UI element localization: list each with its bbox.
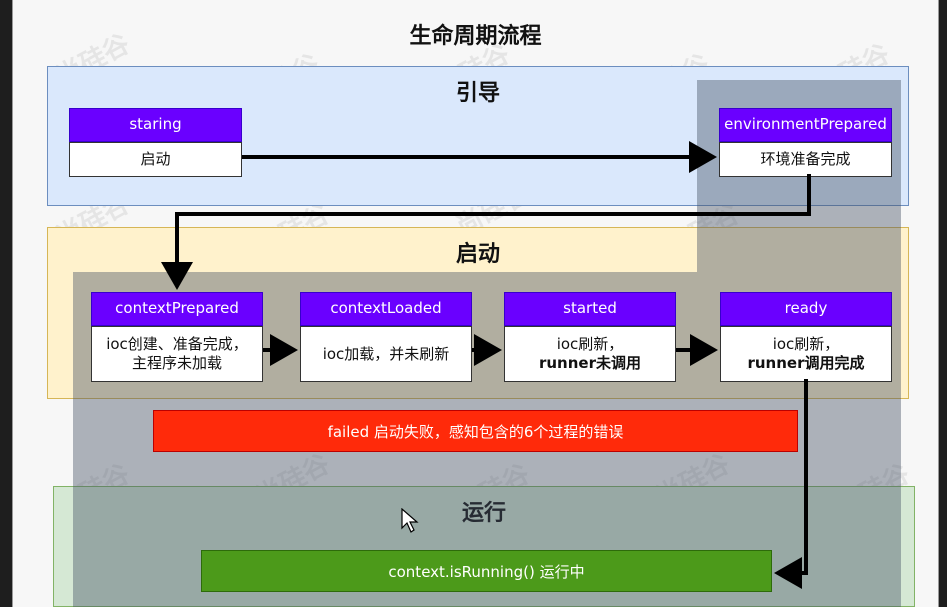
node-body-text: 环境准备完成 xyxy=(760,150,851,168)
bootstrap-section-label: 引导 xyxy=(455,81,500,106)
node-body-line: runner未调用 xyxy=(538,354,641,372)
node-header: contextPrepared xyxy=(91,292,263,326)
node-header: contextLoaded xyxy=(300,292,472,326)
arrow-environment-to-context-prepared xyxy=(161,174,811,290)
node-header: started xyxy=(504,292,676,326)
diagram-canvas: 尚硅谷 尚硅谷 尚硅谷 尚硅谷 尚硅谷 尚硅谷 尚硅谷 尚硅谷 尚硅谷 尚硅谷 … xyxy=(12,0,939,607)
failed-label: failed 启动失败，感知包含的6个过程的错误 xyxy=(327,422,624,441)
arrow-ready-to-running xyxy=(774,379,808,589)
node-body: 启动 xyxy=(69,142,242,177)
node-body-line: ioc刷新， xyxy=(772,335,840,353)
node-header: environmentPrepared xyxy=(719,108,892,142)
node-staring: staring 启动 xyxy=(69,108,242,177)
node-header: ready xyxy=(720,292,892,326)
node-body: ioc刷新， runner调用完成 xyxy=(720,326,892,382)
node-body-line: ioc创建、准备完成， xyxy=(106,335,248,353)
running-label: context.isRunning() 运行中 xyxy=(388,562,585,581)
node-body-line: ioc刷新， xyxy=(556,335,624,353)
node-body-text: 启动 xyxy=(140,150,171,168)
node-body: ioc刷新， runner未调用 xyxy=(504,326,676,382)
mouse-cursor-icon xyxy=(401,508,419,533)
node-body-line: runner调用完成 xyxy=(747,354,865,372)
node-body: 环境准备完成 xyxy=(719,142,892,177)
node-ready: ready ioc刷新， runner调用完成 xyxy=(720,292,892,382)
running-section-label: 运行 xyxy=(461,501,506,526)
node-context-loaded: contextLoaded ioc加载，并未刷新 xyxy=(300,292,472,382)
node-started: started ioc刷新， runner未调用 xyxy=(504,292,676,382)
startup-section-label: 启动 xyxy=(455,242,500,267)
node-environment-prepared: environmentPrepared 环境准备完成 xyxy=(719,108,892,177)
node-body: ioc加载，并未刷新 xyxy=(300,326,472,382)
node-body: ioc创建、准备完成， 主程序未加载 xyxy=(91,326,263,382)
node-context-prepared: contextPrepared ioc创建、准备完成， 主程序未加载 xyxy=(91,292,263,382)
failed-bar: failed 启动失败，感知包含的6个过程的错误 xyxy=(153,410,798,452)
diagram-title: 生命周期流程 xyxy=(409,24,542,49)
node-body-text: ioc加载，并未刷新 xyxy=(322,344,450,363)
running-bar: context.isRunning() 运行中 xyxy=(201,550,772,592)
node-header: staring xyxy=(69,108,242,142)
flow-arrows xyxy=(161,141,811,589)
node-body-line: 主程序未加载 xyxy=(131,354,222,372)
